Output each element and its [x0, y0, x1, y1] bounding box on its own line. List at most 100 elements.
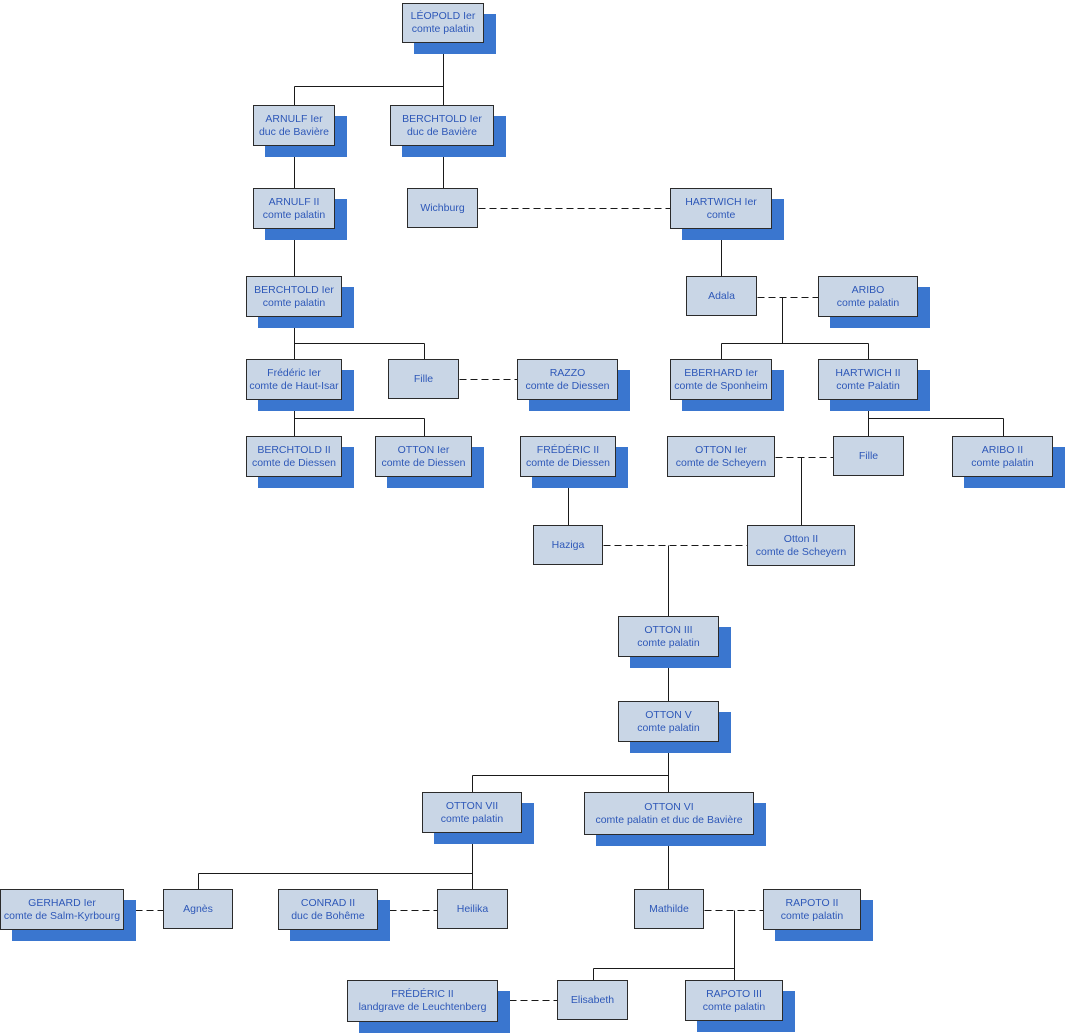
person-node-wichburg: Wichburg — [407, 188, 478, 228]
person-node-agnes: Agnès — [163, 889, 233, 929]
person-box: Haziga — [533, 525, 603, 565]
person-name: Frédéric Ier — [267, 366, 321, 379]
person-name: Adala — [708, 289, 735, 302]
person-box: Heilika — [437, 889, 508, 929]
person-title: comte Palatin — [836, 379, 900, 392]
person-name: HARTWICH Ier — [685, 195, 757, 208]
person-box: Agnès — [163, 889, 233, 929]
person-name: ARNULF II — [268, 195, 320, 208]
person-title: comte palatin — [780, 909, 844, 922]
person-box: Fille — [388, 359, 459, 399]
person-name: OTTON Ier — [397, 443, 450, 456]
person-box: Fille — [833, 436, 904, 476]
person-name: Haziga — [551, 538, 585, 551]
person-name: ARNULF Ier — [265, 112, 323, 125]
person-title: comte de Scheyern — [755, 545, 847, 558]
person-node-mathilde: Mathilde — [634, 889, 704, 929]
person-name: ARIBO — [851, 283, 885, 296]
person-name: OTTON VI — [644, 800, 694, 813]
person-title: comte palatin — [440, 812, 504, 825]
person-name: RAPOTO III — [706, 987, 762, 1000]
person-name: BERCHTOLD Ier — [402, 112, 482, 125]
person-node-heilika: Heilika — [437, 889, 508, 929]
person-name: BERCHTOLD II — [257, 443, 331, 456]
person-name: Wichburg — [420, 201, 465, 214]
person-name: Fille — [413, 372, 434, 385]
person-title: comte palatin — [637, 721, 700, 734]
person-title: landgrave de Leuchtenberg — [358, 1001, 487, 1013]
person-title: comte de Salm-Kyrbourg — [3, 909, 121, 922]
person-name: GERHARD Ier — [28, 896, 96, 909]
person-title: comte de Scheyern — [675, 456, 767, 469]
person-name: OTTON V — [645, 708, 692, 721]
person-name: Otton II — [783, 532, 819, 545]
person-node-haziga: Haziga — [533, 525, 603, 565]
person-name: LÉOPOLD Ier — [410, 10, 476, 22]
person-name: Mathilde — [649, 902, 689, 915]
person-title: comte — [706, 208, 736, 221]
person-name: Agnès — [183, 902, 213, 915]
person-title: comte de Diessen — [525, 456, 611, 469]
person-name: CONRAD II — [300, 896, 356, 909]
person-title: comte de Diessen — [381, 456, 466, 469]
person-node-fille2: Fille — [833, 436, 904, 476]
person-name: RAPOTO II — [785, 896, 839, 909]
person-name: EBERHARD Ier — [684, 366, 758, 379]
person-name: FRÉDÉRIC II — [536, 443, 600, 456]
person-title: comte de Diessen — [251, 456, 337, 469]
person-box: Mathilde — [634, 889, 704, 929]
person-name: Elisabeth — [570, 993, 615, 1006]
person-node-elisabeth: Elisabeth — [557, 980, 628, 1020]
person-title: comte palatin — [836, 296, 900, 309]
person-name: OTTON Ier — [695, 443, 747, 456]
person-title: duc de Bavière — [406, 125, 478, 138]
person-title: duc de Bohême — [291, 909, 365, 922]
person-name: RAZZO — [549, 366, 586, 379]
person-name: FRÉDÉRIC II — [391, 988, 454, 1000]
person-node-fille1: Fille — [388, 359, 459, 399]
person-name: ARIBO II — [981, 443, 1024, 456]
person-name: OTTON VII — [445, 799, 499, 812]
person-title: duc de Bavière — [258, 125, 330, 138]
person-title: comte palatin — [702, 1000, 766, 1013]
person-title: comte palatin — [637, 636, 700, 649]
person-name: OTTON III — [644, 623, 693, 636]
person-node-adala: Adala — [686, 276, 757, 316]
person-title: comte de Sponheim — [674, 379, 768, 392]
person-title: comte palatin et duc de Bavière — [595, 813, 743, 826]
